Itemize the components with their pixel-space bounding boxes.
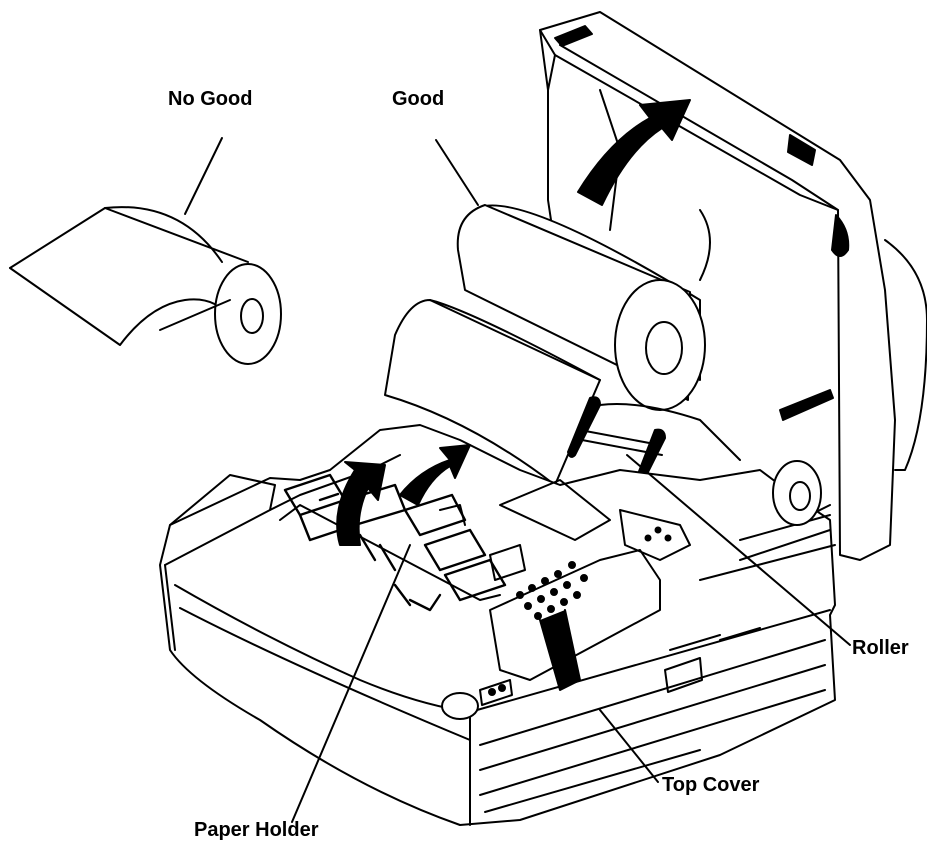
roller-label: Roller — [852, 637, 909, 659]
roller-leader-line — [626, 454, 851, 646]
good-label: Good — [392, 88, 445, 110]
right-roller-end — [772, 460, 822, 526]
top-cover-label: Top Cover — [662, 774, 760, 796]
no-good-leader-line — [184, 137, 223, 215]
feed-arrows — [336, 444, 471, 546]
top-cover-leader-line — [599, 709, 659, 783]
paper-holder-leader-line — [291, 544, 411, 823]
lid-arrow — [577, 99, 691, 206]
no-good-label: No Good — [168, 88, 253, 110]
no-good-roll — [9, 206, 282, 365]
good-roll — [384, 204, 706, 486]
roller-shaft — [567, 396, 741, 481]
print-mechanism — [439, 479, 691, 691]
good-leader-line — [435, 139, 479, 206]
paper-holder-label: Paper Holder — [194, 819, 319, 841]
paper-holder-teeth — [283, 473, 507, 612]
